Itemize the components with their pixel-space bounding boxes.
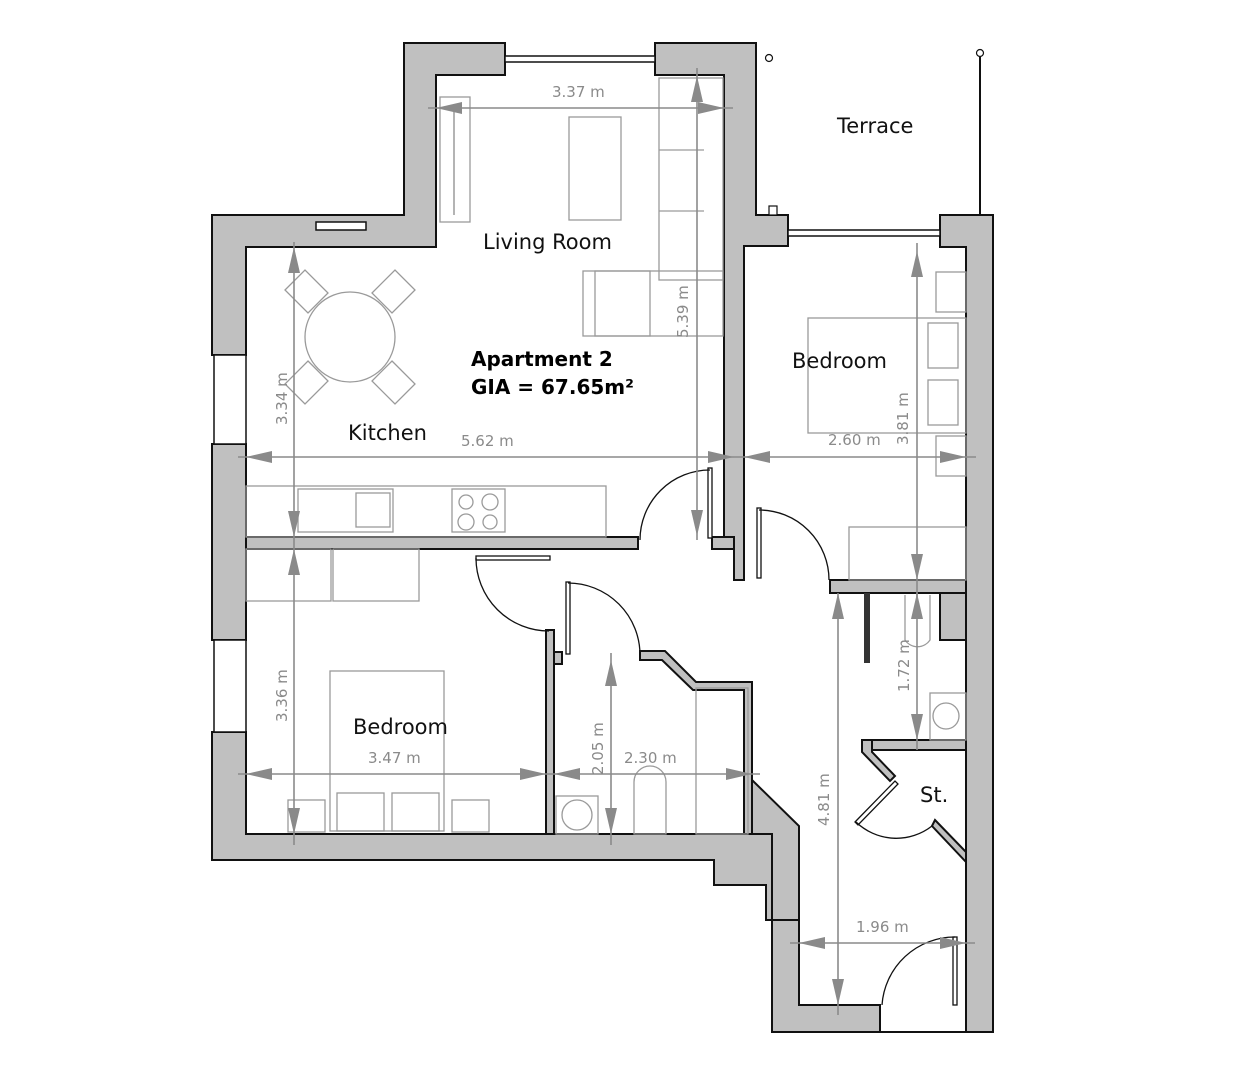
bathtub-icon (695, 687, 749, 835)
wall-storage-east (930, 818, 967, 865)
wall-west-mid (211, 443, 247, 641)
door-storage[interactable] (854, 780, 933, 839)
dim-label-hall-width: 1.96 m (856, 918, 909, 936)
sink-icon (297, 488, 394, 533)
wall-kitchen-south (245, 536, 639, 550)
window-kitchen-west (213, 354, 247, 445)
bedside-table (287, 799, 326, 833)
room-label-storage: St. (920, 783, 948, 807)
dim-label-ensuite-depth: 1.72 m (895, 639, 913, 692)
bedside-table (935, 435, 967, 477)
tv-unit (439, 96, 471, 223)
door-bedroom-west[interactable] (475, 555, 551, 632)
room-label-bedroom-west: Bedroom (353, 715, 448, 739)
door-terrace-sliding[interactable] (787, 229, 941, 237)
wall-storage-west (861, 739, 897, 783)
gia-area: GIA = 67.65m² (471, 375, 634, 399)
dimension-lines (238, 68, 976, 1015)
dim-label-living-depth: 5.39 m (674, 285, 692, 338)
toilet-icon (633, 765, 667, 835)
dim-label-bedroom-west-width: 3.47 m (368, 749, 421, 767)
dim-label-bedroom-east-depth: 3.81 m (894, 392, 912, 445)
dim-label-bedroom-west-depth: 3.36 m (273, 669, 291, 722)
hob-icon (451, 488, 506, 533)
dim-label-kitchen-living-width: 5.62 m (461, 432, 514, 450)
dim-label-bathroom-width: 2.30 m (624, 749, 677, 767)
dim-label-bedroom-east-width: 2.60 m (828, 431, 881, 449)
room-label-terrace: Terrace (836, 114, 913, 138)
room-label-bedroom-east: Bedroom (792, 349, 887, 373)
double-bed (807, 317, 967, 434)
furniture (245, 77, 967, 835)
kitchen-counter (245, 485, 607, 538)
basin-icon (555, 795, 599, 835)
wardrobe-sliding-door (864, 593, 870, 663)
windows (213, 55, 941, 733)
room-label-kitchen: Kitchen (348, 421, 427, 445)
wall-ensuite (939, 592, 967, 641)
window-kitchen-north (315, 221, 367, 231)
dim-label-hall-depth: 4.81 m (815, 773, 833, 826)
room-label-living: Living Room (483, 230, 612, 254)
dining-chairs (284, 269, 416, 405)
wall-bath-stub (553, 651, 563, 665)
terrace-post-icon (764, 53, 774, 63)
wall-west (211, 42, 506, 356)
wall-kitchen-stub (711, 536, 735, 550)
wardrobe (245, 548, 332, 602)
bedside-table (451, 799, 490, 833)
dim-label-kitchen-depth: 3.34 m (273, 372, 291, 425)
wall-bed-bath (545, 629, 555, 835)
dining-table (304, 291, 396, 383)
armchair (582, 270, 724, 337)
door-bedroom-east[interactable] (756, 507, 830, 581)
window-living-north (504, 55, 656, 63)
bedside-table (935, 271, 967, 313)
wall-hall-angle (751, 777, 800, 921)
wardrobe (332, 548, 420, 602)
wardrobe (848, 526, 967, 581)
apartment-title: Apartment 2 (471, 347, 613, 371)
window-bedroom-west (213, 639, 247, 733)
doors (475, 467, 958, 1006)
wall-living-east (654, 42, 789, 581)
dim-label-bathroom-depth: 2.05 m (589, 722, 607, 775)
basin-icon (929, 692, 967, 741)
wall-south-west (211, 731, 800, 921)
dim-label-living-width: 3.37 m (552, 83, 605, 101)
terrace-post-icon (975, 48, 985, 58)
light-fixture-icon (768, 205, 778, 216)
door-bathroom[interactable] (565, 581, 641, 656)
sofa (658, 77, 724, 281)
door-living[interactable] (639, 467, 713, 541)
double-bed (329, 670, 445, 832)
coffee-table (568, 116, 622, 221)
labels: Apartment 2 GIA = 67.65m² Living Room Ki… (273, 83, 948, 936)
wall-bedroom-south (829, 579, 967, 594)
